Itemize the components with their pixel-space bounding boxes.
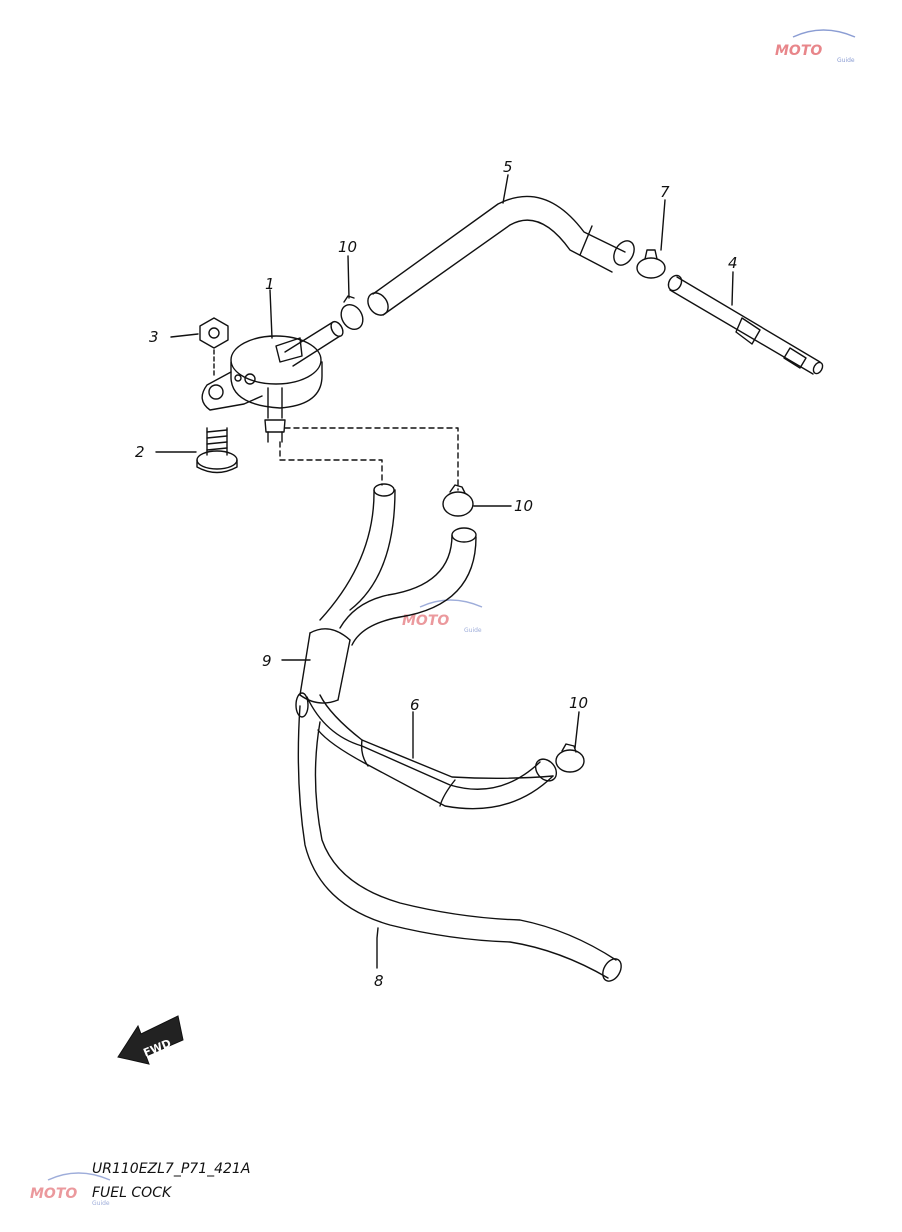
callout-7: 7 <box>660 183 670 201</box>
callout-labels: 1 2 3 4 5 6 7 8 9 10 10 10 <box>135 158 738 990</box>
callout-8: 8 <box>374 972 384 990</box>
clamp-part-10-middle <box>442 484 474 517</box>
hose-part-8 <box>297 705 622 982</box>
pipe-part-4 <box>667 274 824 375</box>
watermark-text: MOTO <box>775 43 822 59</box>
leader-lines <box>155 174 734 969</box>
diagram-title: FUEL COCK <box>92 1185 173 1201</box>
watermark-logo-center: MOTO Guide <box>402 599 483 634</box>
clamp-part-7 <box>636 249 666 279</box>
watermark-subtext-bottom: Guide <box>92 1200 110 1207</box>
hose-part-5 <box>367 195 635 316</box>
callout-3: 3 <box>149 328 159 346</box>
watermark-logo-bottom: MOTO Guide <box>30 1172 111 1207</box>
watermark-subtext: Guide <box>837 57 855 64</box>
callout-9: 9 <box>262 652 272 670</box>
callout-1: 1 <box>265 275 275 293</box>
watermark-logo: MOTO Guide <box>775 29 856 64</box>
clamp-part-10-lower <box>555 743 585 773</box>
callout-6: 6 <box>410 696 420 714</box>
fuel-cock-part-1 <box>201 320 344 443</box>
bolt-part-2 <box>196 427 238 474</box>
watermark-subtext-center: Guide <box>464 627 482 634</box>
callout-2: 2 <box>135 443 145 461</box>
callout-10-lower: 10 <box>569 694 588 712</box>
hose-part-9 <box>295 483 477 718</box>
fwd-arrow-icon: FWD <box>117 1015 184 1065</box>
callout-5: 5 <box>503 158 513 176</box>
nut-part-3 <box>199 317 229 379</box>
guide-lines <box>279 427 459 491</box>
watermark-text-bottom: MOTO <box>30 1186 77 1202</box>
callout-10-upper: 10 <box>338 238 357 256</box>
clamp-part-10-upper <box>340 295 364 331</box>
callout-10-middle: 10 <box>514 497 533 515</box>
callout-4: 4 <box>728 254 738 272</box>
watermark-text-center: MOTO <box>402 613 449 629</box>
hose-part-6 <box>306 694 558 810</box>
diagram-code: UR110EZL7_P71_421A <box>92 1161 250 1177</box>
